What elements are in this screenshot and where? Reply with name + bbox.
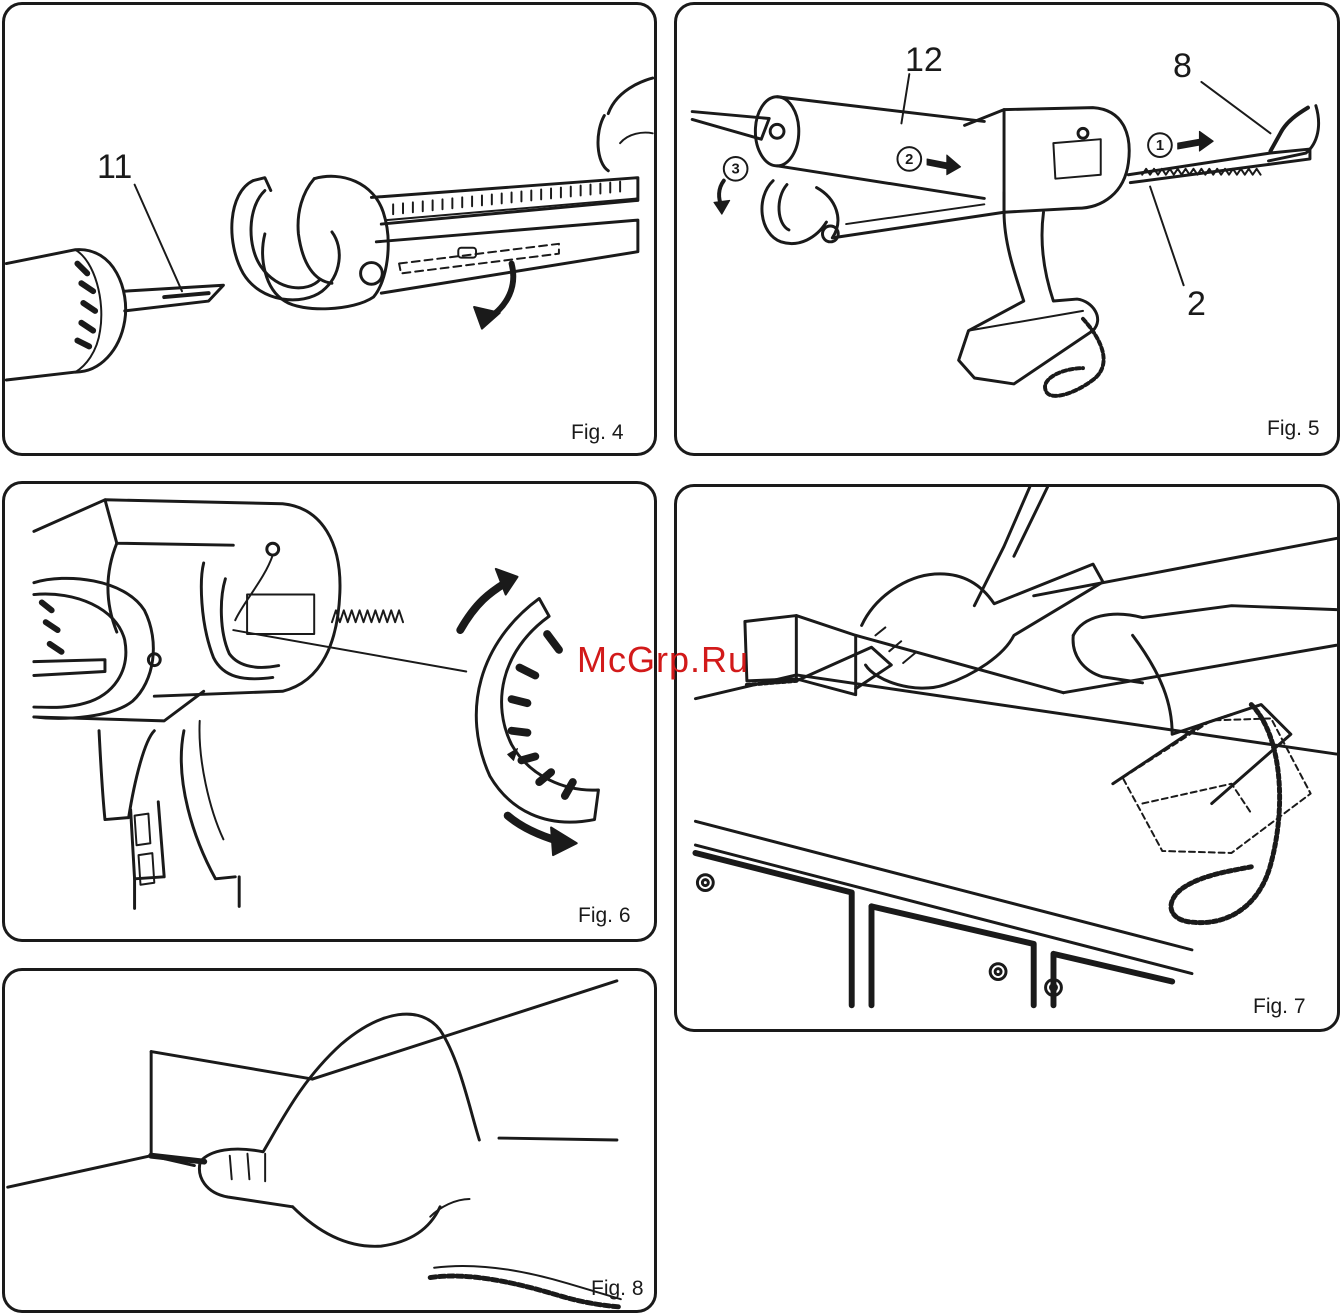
figure-4-panel: 11 Fig. 4	[2, 2, 657, 456]
step-2-marker: 2	[905, 152, 913, 168]
figure-8-caption: Fig. 8	[591, 1277, 644, 1301]
figure-5-illustration: 1 2 3	[677, 5, 1337, 453]
figure-4-caption: Fig. 4	[571, 421, 624, 445]
watermark-text: McGrp.Ru	[577, 639, 749, 681]
callout-8: 8	[1173, 49, 1192, 83]
figure-7-illustration	[677, 487, 1337, 1029]
callout-12: 12	[905, 43, 943, 77]
callout-11: 11	[97, 150, 132, 184]
figure-5-caption: Fig. 5	[1267, 417, 1320, 441]
figure-6-illustration	[5, 484, 654, 939]
figure-8-panel: Fig. 8	[2, 968, 657, 1313]
figure-5-panel: 1 2 3 12 8 2 Fig. 5	[674, 2, 1340, 456]
figure-8-illustration	[5, 971, 654, 1310]
step-1-marker: 1	[1156, 138, 1164, 154]
step-3-marker: 3	[732, 162, 740, 178]
figure-6-caption: Fig. 6	[578, 904, 631, 928]
figure-4-illustration	[5, 5, 654, 453]
figure-7-caption: Fig. 7	[1253, 995, 1306, 1019]
figure-6-panel: Fig. 6	[2, 481, 657, 942]
callout-2: 2	[1187, 287, 1206, 321]
figure-7-panel: Fig. 7	[674, 484, 1340, 1032]
